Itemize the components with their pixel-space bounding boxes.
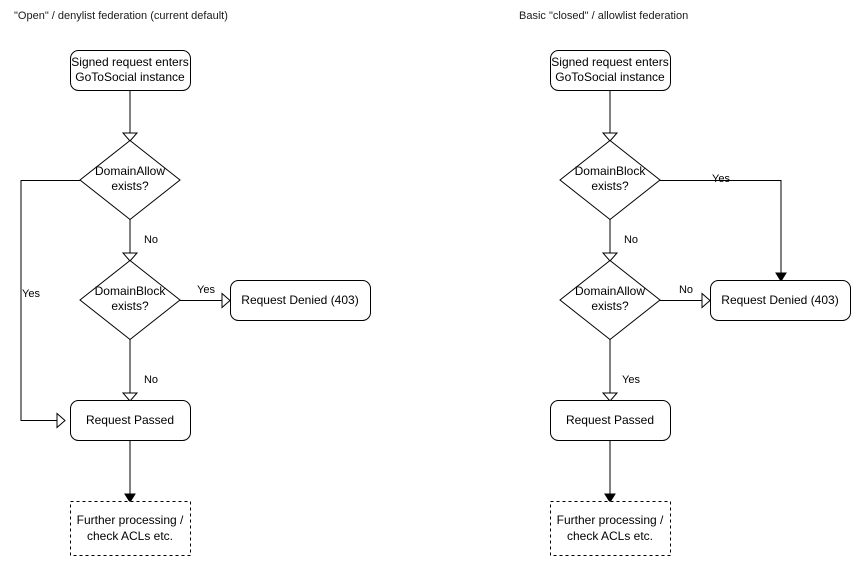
node-denied-label: Request Denied (403) — [721, 293, 838, 307]
edge-decision2-yes-allowlist: Yes — [601, 339, 640, 402]
edge-decision2-no-allowlist: No — [660, 284, 711, 309]
column-denylist: "Open" / denylist federation (current de… — [14, 10, 371, 556]
node-further-label-line2: check ACLs etc. — [567, 529, 653, 543]
edge-label-decision1-no: No — [144, 234, 158, 246]
node-decision-domainallow-denylist[interactable]: DomainAllow exists? — [79, 139, 181, 221]
node-request-denied-allowlist[interactable]: Request Denied (403) — [710, 280, 851, 321]
edge-label-decision2-no: No — [679, 284, 693, 296]
column-title-denylist: "Open" / denylist federation (current de… — [14, 10, 228, 22]
node-passed-label: Request Passed — [86, 413, 174, 427]
column-title-allowlist: Basic "closed" / allowlist federation — [519, 10, 688, 22]
edge-decision1-yes-allowlist: Yes — [660, 173, 787, 282]
node-entry-label-line2: GoToSocial instance — [555, 70, 665, 84]
node-entry-allowlist[interactable]: Signed request enters GoToSocial instanc… — [550, 50, 671, 91]
edge-decision2-yes-denylist: Yes — [180, 284, 231, 309]
node-request-passed-denylist[interactable]: Request Passed — [70, 400, 191, 441]
edge-label-decision1-yes: Yes — [22, 288, 40, 300]
edge-passed-to-further-denylist — [124, 440, 136, 503]
edge-label-decision2-yes: Yes — [622, 374, 640, 386]
node-further-label-line1: Further processing / — [557, 513, 664, 527]
node-further-processing-allowlist: Further processing / check ACLs etc. — [550, 501, 671, 556]
edge-passed-to-further-allowlist — [604, 440, 616, 503]
node-decision-domainblock-denylist[interactable]: DomainBlock exists? — [79, 259, 181, 341]
node-entry-denylist[interactable]: Signed request enters GoToSocial instanc… — [70, 50, 191, 91]
edge-label-decision1-yes: Yes — [712, 173, 730, 185]
node-request-denied-denylist[interactable]: Request Denied (403) — [230, 280, 371, 321]
node-decision-domainblock-allowlist[interactable]: DomainBlock exists? — [559, 139, 661, 221]
node-further-shape — [550, 501, 671, 556]
node-entry-label-line2: GoToSocial instance — [75, 70, 185, 84]
node-decision1-label-line2: exists? — [591, 179, 629, 193]
node-entry-label-line1: Signed request enters — [551, 55, 668, 69]
node-entry-label-line1: Signed request enters — [71, 55, 188, 69]
edge-label-decision2-no: No — [144, 374, 158, 386]
node-decision1-label-line1: DomainAllow — [95, 164, 165, 178]
edge-entry-to-decision1-allowlist — [601, 90, 619, 142]
node-decision1-label-line2: exists? — [111, 179, 149, 193]
edge-entry-to-decision1-denylist — [121, 90, 139, 142]
edge-decision2-no-denylist: No — [121, 339, 158, 402]
node-passed-label: Request Passed — [566, 413, 654, 427]
node-denied-shape — [230, 280, 371, 321]
node-decision2-label-line1: DomainAllow — [575, 284, 645, 298]
edge-decision1-no-allowlist: No — [601, 219, 638, 262]
column-allowlist: Basic "closed" / allowlist federation Si… — [519, 10, 851, 556]
node-decision2-label-line1: DomainBlock — [95, 284, 167, 298]
node-decision1-label-line1: DomainBlock — [575, 164, 647, 178]
node-decision2-label-line2: exists? — [111, 299, 149, 313]
node-further-processing-denylist: Further processing / check ACLs etc. — [70, 501, 191, 556]
edge-label-decision2-yes: Yes — [197, 284, 215, 296]
edge-label-decision1-no: No — [624, 234, 638, 246]
node-denied-label: Request Denied (403) — [241, 293, 358, 307]
node-decision-domainallow-allowlist[interactable]: DomainAllow exists? — [559, 259, 661, 341]
node-further-label-line2: check ACLs etc. — [87, 529, 173, 543]
node-further-shape — [70, 501, 191, 556]
edge-decision1-no-denylist: No — [121, 219, 158, 262]
node-decision2-label-line2: exists? — [591, 299, 629, 313]
node-further-label-line1: Further processing / — [77, 513, 184, 527]
node-request-passed-allowlist[interactable]: Request Passed — [550, 400, 671, 441]
edge-decision1-yes-denylist: Yes — [20, 180, 80, 429]
